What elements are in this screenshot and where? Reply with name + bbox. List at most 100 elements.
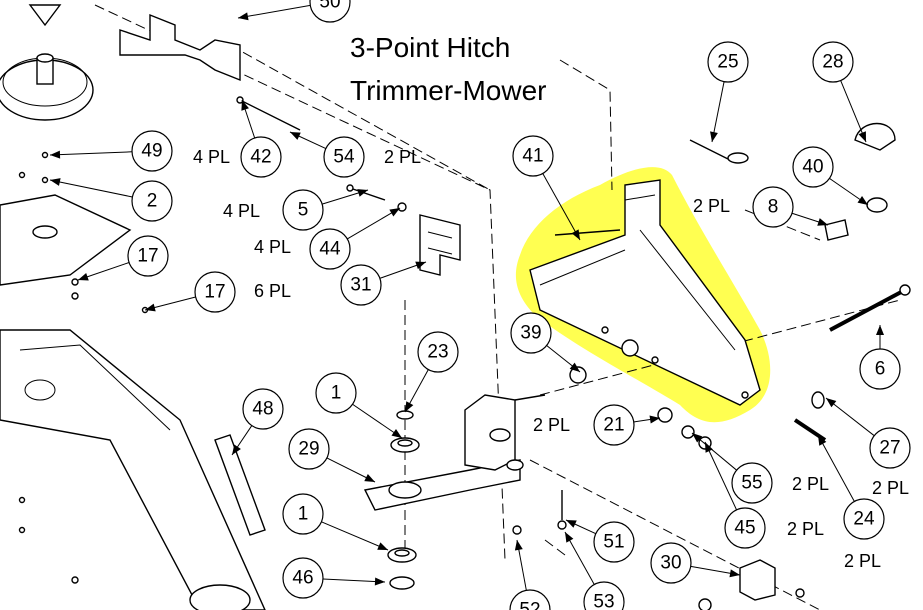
callout-bubble <box>194 271 236 313</box>
callout-bubble <box>242 388 284 430</box>
callout-bubble <box>309 228 351 270</box>
callout-42: 42 <box>240 99 282 178</box>
callout-label: 8 <box>768 197 779 218</box>
lynch-pin <box>854 123 896 151</box>
quantity-note: 2 PL <box>384 147 421 167</box>
callout-17: 17 <box>77 235 169 281</box>
leader-arrow <box>357 189 368 197</box>
callout-30: 30 <box>650 542 741 584</box>
callout-28: 28 <box>812 41 867 143</box>
callout-label: 46 <box>292 568 313 589</box>
callout-bubble <box>707 41 749 83</box>
leader-line <box>711 81 725 143</box>
deck-plate <box>0 194 132 286</box>
quantity-note: 4 PL <box>193 147 230 167</box>
callout-bubble <box>282 493 324 535</box>
callout-label: 1 <box>298 504 309 525</box>
callout-bubble <box>724 507 766 549</box>
lower-bracket <box>698 559 805 610</box>
callout-17: 17 <box>144 271 236 313</box>
leader-line <box>237 4 311 19</box>
quantity-note: 2 PL <box>787 519 824 539</box>
quantity-note: 2 PL <box>792 474 829 494</box>
leader-arrow <box>391 429 402 438</box>
quantity-note: 4 PL <box>223 201 260 221</box>
callout-bubble <box>859 348 901 390</box>
callout-6: 6 <box>859 325 901 390</box>
leader-arrow <box>290 132 301 140</box>
leader-line <box>825 397 875 437</box>
small-hardware <box>512 490 567 535</box>
leader-line <box>704 441 738 511</box>
leader-line <box>817 434 855 502</box>
callout-bubble <box>731 462 773 504</box>
leader-arrow <box>50 178 61 186</box>
callout-label: 54 <box>333 147 355 168</box>
diagram-title-line2: Trimmer-Mower <box>350 75 547 106</box>
leader-arrow <box>705 442 713 453</box>
leader-arrow <box>710 131 718 142</box>
callout-bubble <box>309 0 351 23</box>
callout-bubble <box>131 180 173 222</box>
leader-arrow <box>565 532 574 543</box>
leader-arrow <box>78 272 89 281</box>
leader-arrow <box>876 325 884 335</box>
mower-frame <box>0 329 266 610</box>
callout-label: 50 <box>319 0 340 13</box>
bolt-long <box>236 96 407 212</box>
leader-line <box>322 578 386 583</box>
callout-label: 39 <box>520 323 541 344</box>
leader-arrow <box>145 303 156 312</box>
leader-line <box>49 179 133 198</box>
leader-arrow <box>692 433 703 443</box>
callout-bubble <box>512 135 554 177</box>
pulley <box>0 4 94 121</box>
callout-51: 51 <box>565 519 635 563</box>
callout-bubble <box>650 542 692 584</box>
callout-41: 41 <box>512 135 581 241</box>
leader-arrow <box>377 542 388 550</box>
leader-arrow <box>405 401 414 412</box>
callout-bubble <box>340 264 382 306</box>
leader-arrow <box>826 398 837 408</box>
quantity-note: 2 PL <box>844 551 881 571</box>
callout-52: 52 <box>509 539 551 610</box>
quantity-note: 2 PL <box>533 415 570 435</box>
callout-bubble <box>240 136 282 178</box>
leader-arrow <box>238 12 249 21</box>
quantity-note: 2 PL <box>693 196 730 216</box>
callout-label: 44 <box>319 239 341 260</box>
callout-5: 5 <box>282 189 369 231</box>
callout-25: 25 <box>707 41 749 143</box>
callout-label: 53 <box>593 592 614 610</box>
bushing-parts <box>824 197 888 241</box>
callout-bubble <box>282 557 324 599</box>
callout-label: 2 <box>147 191 158 212</box>
callout-label: 48 <box>252 399 273 420</box>
callout-bubble <box>792 146 834 188</box>
leader-arrow <box>50 150 61 159</box>
callout-label: 23 <box>427 342 448 363</box>
leader-arrow <box>389 208 400 217</box>
callout-label: 41 <box>522 146 543 167</box>
spindle-arm <box>363 394 546 511</box>
side-bracket <box>419 214 461 276</box>
callout-2: 2 <box>49 178 173 222</box>
leader-line <box>49 151 133 156</box>
quantity-note: 4 PL <box>254 237 291 257</box>
leader-arrow <box>858 131 866 142</box>
leader-arrow <box>857 196 868 205</box>
callout-label: 52 <box>519 600 540 610</box>
leader-arrow <box>374 577 385 586</box>
hitch-frame <box>529 179 761 406</box>
callout-bubble <box>752 186 794 228</box>
callout-bubble <box>131 130 173 172</box>
callout-44: 44 <box>309 207 401 270</box>
leader-arrow <box>649 415 660 424</box>
callout-label: 6 <box>875 359 886 380</box>
leader-arrow <box>232 444 241 455</box>
callout-label: 45 <box>734 518 755 539</box>
callout-39: 39 <box>510 312 581 373</box>
